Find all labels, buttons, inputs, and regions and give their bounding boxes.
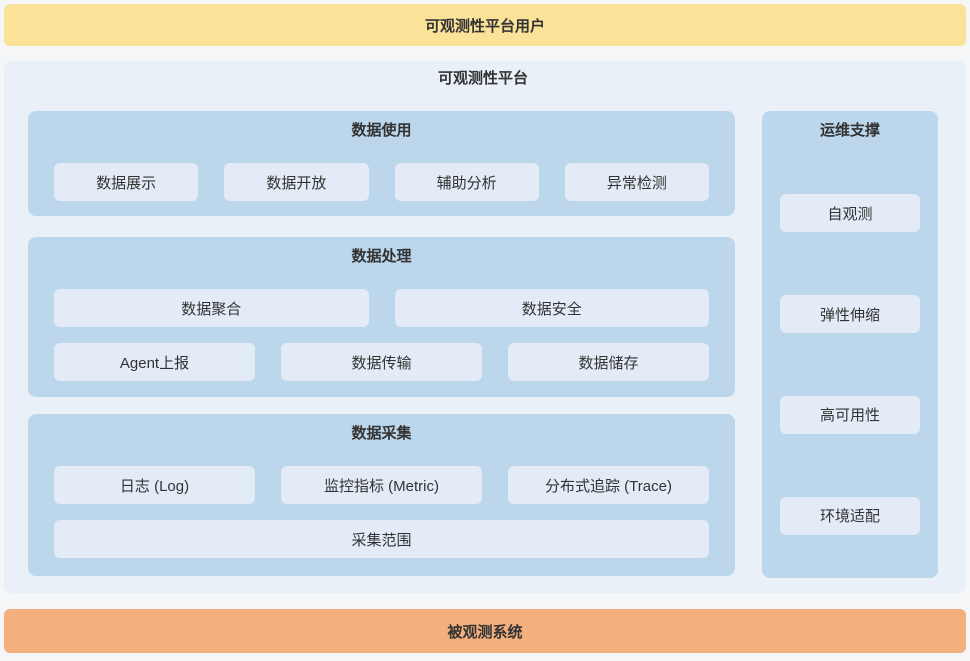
item-box: 日志 (Log) xyxy=(54,466,255,504)
data-usage-row: 数据展示数据开放辅助分析异常检测 xyxy=(54,163,709,201)
data-collection-row: 日志 (Log) 监控指标 (Metric) 分布式追踪 (Trace) xyxy=(54,466,709,504)
item-box: 自观测 xyxy=(780,194,920,233)
item-box: 监控指标 (Metric) xyxy=(281,466,482,504)
data-processing-row: Agent上报数据传输数据储存 xyxy=(54,343,709,381)
data-collection-title: 数据采集 xyxy=(351,425,412,442)
section-data-collection: 数据采集日志 (Log) 监控指标 (Metric) 分布式追踪 (Trace) 采集… xyxy=(28,414,735,576)
item-box: 数据展示 xyxy=(54,163,199,201)
item-box: 数据安全 xyxy=(394,289,709,327)
data-usage-title: 数据使用 xyxy=(351,122,412,139)
item-box: 弹性伸缩 xyxy=(780,295,920,334)
section-data-usage: 数据使用数据展示数据开放辅助分析异常检测 xyxy=(28,111,735,216)
section-ops-support: 运维支撑 自观测弹性伸缩高可用性环境适配 xyxy=(762,111,938,578)
item-box: Agent上报 xyxy=(54,343,255,381)
users-banner: 可观测性平台用户 xyxy=(4,4,966,46)
item-box: 辅助分析 xyxy=(394,163,539,201)
item-box: 数据聚合 xyxy=(54,289,369,327)
item-box: 高可用性 xyxy=(780,395,920,434)
observed-system-banner-label: 被观测系统 xyxy=(447,623,523,641)
ops-support-items: 自观测弹性伸缩高可用性环境适配 xyxy=(780,163,920,566)
ops-support-title: 运维支撑 xyxy=(819,122,880,139)
data-processing-title: 数据处理 xyxy=(351,248,412,265)
platform-title: 可观测性平台 xyxy=(437,70,528,87)
data-processing-row: 数据聚合数据安全 xyxy=(54,289,709,327)
platform-panel: 可观测性平台 数据使用数据展示数据开放辅助分析异常检测数据处理数据聚合数据安全 A… xyxy=(4,61,966,593)
section-data-processing: 数据处理数据聚合数据安全 Agent上报数据传输数据储存 xyxy=(28,237,735,397)
item-box: 环境适配 xyxy=(780,496,920,535)
item-box: 数据储存 xyxy=(508,343,709,381)
data-collection-row: 采集范围 xyxy=(54,520,709,558)
users-banner-label: 可观测性平台用户 xyxy=(424,17,545,35)
item-box: 数据传输 xyxy=(281,343,482,381)
item-box: 采集范围 xyxy=(54,520,709,558)
observed-system-banner: 被观测系统 xyxy=(4,609,966,653)
item-box: 分布式追踪 (Trace) xyxy=(508,466,709,504)
item-box: 数据开放 xyxy=(224,163,369,201)
item-box: 异常检测 xyxy=(564,163,709,201)
